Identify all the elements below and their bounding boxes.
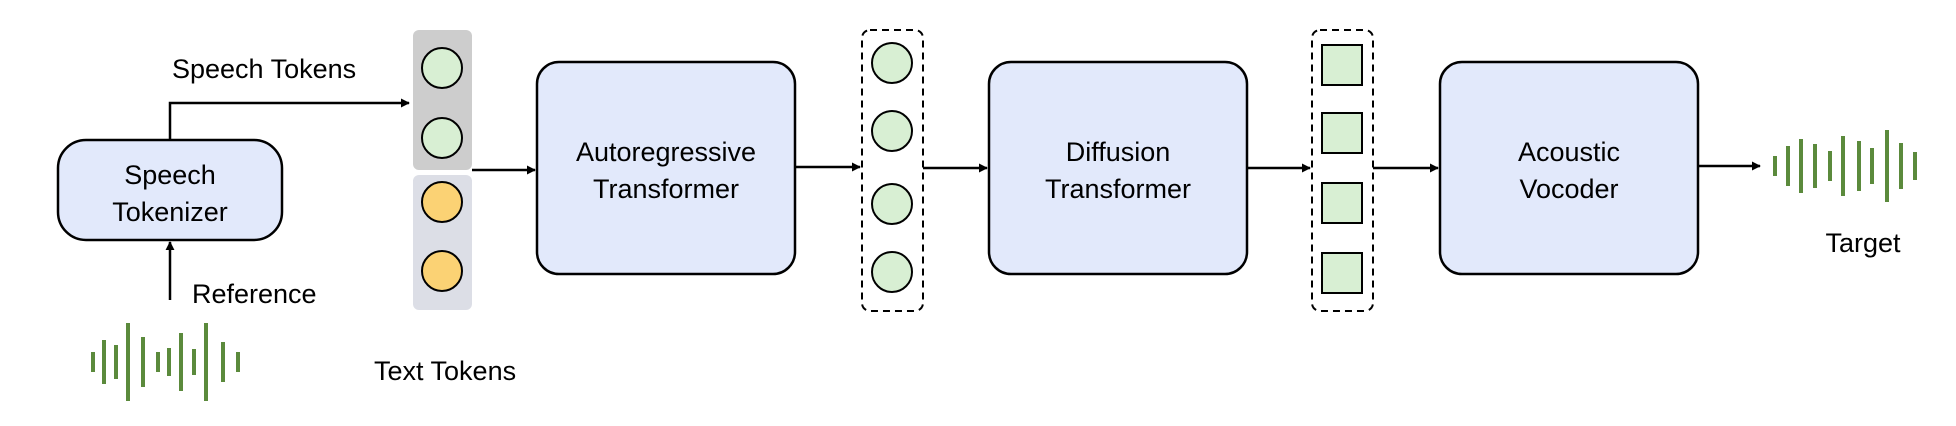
acoustic-vocoder-label-line1: Acoustic: [1518, 137, 1620, 167]
speech-tokens-arrow: [168, 98, 410, 140]
autoregressive-transformer-block: Autoregressive Transformer: [535, 60, 797, 276]
text-token: [421, 181, 463, 223]
diffusion-transformer-label-line2: Transformer: [1045, 174, 1191, 204]
acoustic-vocoder-label-line2: Vocoder: [1519, 174, 1618, 204]
ar-output-token-group: [861, 29, 924, 312]
speech-tokenizer-label-line2: Tokenizer: [112, 197, 228, 227]
speech-token: [421, 47, 463, 89]
speech-token: [871, 183, 913, 225]
speech-token: [871, 42, 913, 84]
target-waveform: [1773, 130, 1917, 202]
acoustic-feature: [1321, 112, 1363, 154]
acoustic-feature: [1321, 252, 1363, 294]
speech-token: [871, 251, 913, 293]
speech-tokenizer-block: Speech Tokenizer: [56, 138, 284, 242]
acoustic-feature: [1321, 182, 1363, 224]
speech-token: [421, 117, 463, 159]
speech-tokenizer-label-line1: Speech: [124, 160, 216, 190]
ar-transformer-label-line2: Transformer: [593, 174, 739, 204]
text-token-group: [413, 175, 472, 310]
diffusion-transformer-label-line1: Diffusion: [1066, 137, 1171, 167]
speech-tokens-label: Speech Tokens: [172, 54, 356, 84]
diffusion-transformer-block: Diffusion Transformer: [987, 60, 1249, 276]
acoustic-vocoder-block: Acoustic Vocoder: [1438, 60, 1700, 276]
reference-waveform: [91, 323, 240, 401]
speech-token: [871, 110, 913, 152]
acoustic-feature-group: [1311, 29, 1374, 312]
ar-transformer-label-line1: Autoregressive: [576, 137, 756, 167]
text-token: [421, 250, 463, 292]
speech-token-group: [413, 30, 472, 170]
acoustic-feature: [1321, 44, 1363, 86]
target-label: Target: [1825, 228, 1901, 258]
reference-label: Reference: [192, 279, 317, 309]
text-tokens-label: Text Tokens: [374, 356, 516, 386]
